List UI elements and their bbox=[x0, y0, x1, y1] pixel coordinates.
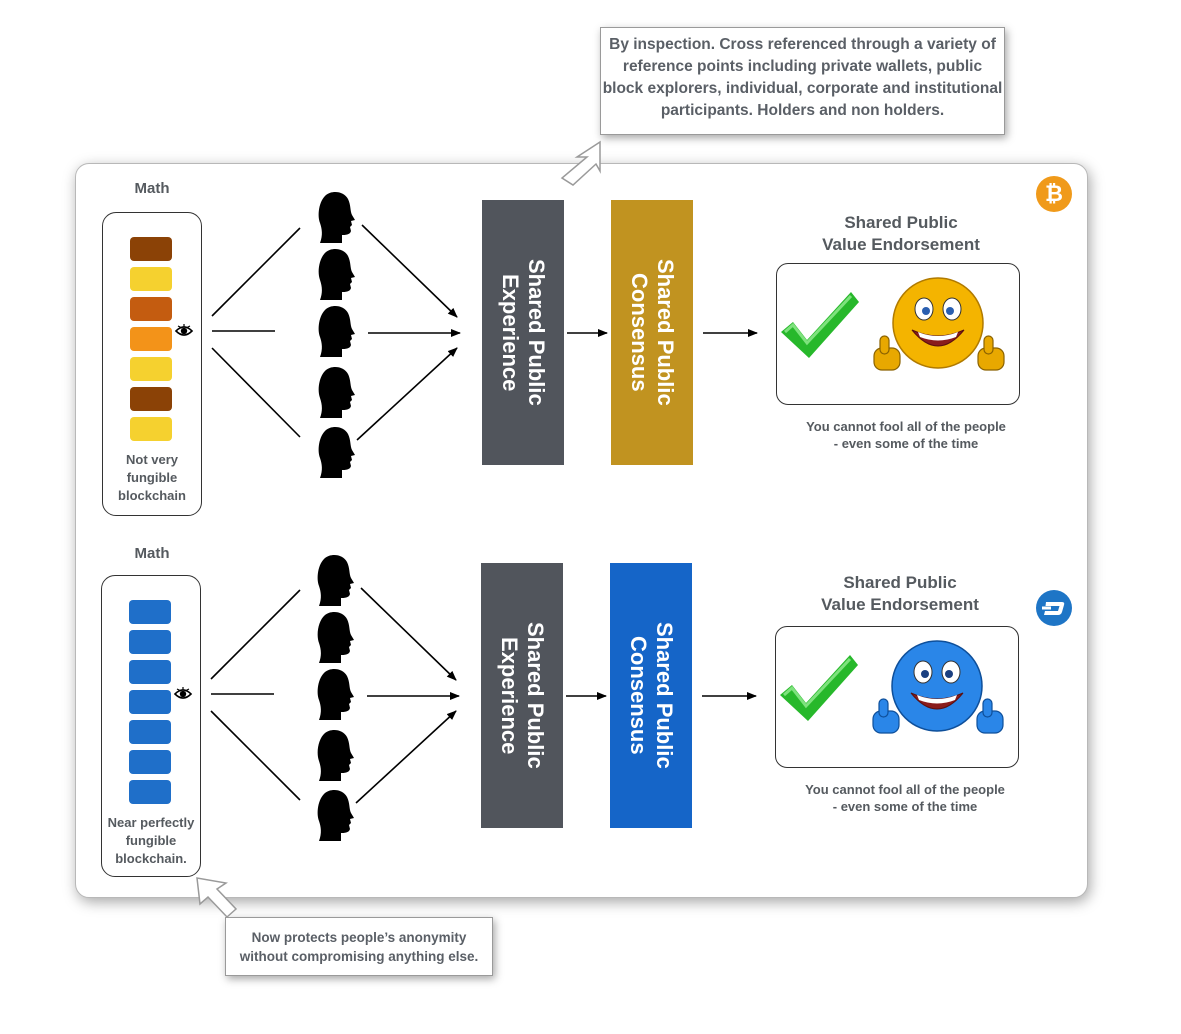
experience-label-1: Shared Public Experience bbox=[498, 259, 549, 406]
consensus-label-2: Shared Public Consensus bbox=[626, 622, 677, 769]
consensus-label-1: Shared Public Consensus bbox=[627, 259, 678, 406]
endorsement-title-2: Shared Public Value Endorsement bbox=[821, 573, 979, 614]
person-silhouette-icon bbox=[317, 729, 354, 781]
blockchain-block bbox=[130, 357, 172, 381]
fool-text-1: You cannot fool all of the people - even… bbox=[806, 419, 1006, 451]
person-silhouette-icon bbox=[318, 248, 355, 300]
math-label-2: Math bbox=[134, 545, 170, 562]
top-callout-pointer bbox=[560, 140, 601, 186]
math-label-1: Math bbox=[134, 180, 170, 197]
endorsement-title-1: Shared Public Value Endorsement bbox=[822, 213, 980, 254]
row2-people bbox=[317, 554, 354, 841]
blockchain-block bbox=[129, 600, 171, 624]
blockchain-block bbox=[130, 327, 172, 351]
person-silhouette-icon bbox=[318, 305, 355, 357]
person-silhouette-icon bbox=[317, 611, 354, 663]
blockchain-block bbox=[129, 630, 171, 654]
shared-public-experience-bar-2: Shared Public Experience bbox=[481, 563, 563, 828]
person-silhouette-icon bbox=[318, 426, 355, 478]
blockchain-block bbox=[129, 660, 171, 684]
row1-connectors bbox=[211, 224, 758, 441]
eye-icon bbox=[175, 323, 193, 336]
dash-logo-glyph bbox=[1042, 602, 1065, 615]
blockchain-block bbox=[129, 690, 171, 714]
person-silhouette-icon bbox=[318, 191, 355, 243]
person-silhouette-icon bbox=[317, 668, 354, 720]
blockchain-block bbox=[130, 267, 172, 291]
person-silhouette-icon bbox=[317, 554, 354, 606]
blockchain-block bbox=[130, 387, 172, 411]
eye-icon bbox=[174, 686, 192, 699]
row2-connectors bbox=[210, 587, 757, 804]
experience-label-2: Shared Public Experience bbox=[497, 622, 548, 769]
blue-smiley-thumbs-up-icon bbox=[872, 640, 1004, 734]
blockchain-caption-2: Near perfectly fungible blockchain. bbox=[107, 815, 195, 866]
person-silhouette-icon bbox=[317, 789, 354, 841]
inspection-callout-text: By inspection. Cross referenced through … bbox=[602, 36, 1003, 119]
anonymity-callout: Now protects people’s anonymity without … bbox=[225, 917, 493, 976]
dash-icon bbox=[1036, 590, 1072, 626]
blockchain-block bbox=[129, 780, 171, 804]
anonymity-callout-text: Now protects people’s anonymity without … bbox=[239, 930, 479, 964]
blockchain-box-1: Not very fungible blockchain bbox=[102, 212, 202, 516]
bottom-callout-pointer bbox=[196, 877, 238, 919]
shared-public-consensus-bar-1: Shared Public Consensus bbox=[611, 200, 693, 465]
shared-public-consensus-bar-2: Shared Public Consensus bbox=[610, 563, 692, 828]
green-checkmark-icon bbox=[779, 290, 861, 360]
row1-people bbox=[318, 191, 355, 478]
blockchain-box-2: Near perfectly fungible blockchain. bbox=[101, 575, 201, 877]
fool-text-2: You cannot fool all of the people - even… bbox=[805, 782, 1005, 814]
inspection-callout: By inspection. Cross referenced through … bbox=[600, 27, 1005, 135]
person-silhouette-icon bbox=[318, 366, 355, 418]
yellow-smiley-thumbs-up-icon bbox=[873, 277, 1005, 371]
blockchain-caption-1: Not very fungible blockchain bbox=[118, 452, 186, 503]
blockchain-block bbox=[130, 297, 172, 321]
bitcoin-glyph: ₿ bbox=[1045, 181, 1063, 206]
green-checkmark-icon bbox=[778, 653, 860, 723]
blockchain-block bbox=[129, 720, 171, 744]
bitcoin-icon: ₿ bbox=[1036, 176, 1072, 212]
blockchain-block bbox=[130, 417, 172, 441]
blockchain-block bbox=[129, 750, 171, 774]
blockchain-block bbox=[130, 237, 172, 261]
shared-public-experience-bar-1: Shared Public Experience bbox=[482, 200, 564, 465]
